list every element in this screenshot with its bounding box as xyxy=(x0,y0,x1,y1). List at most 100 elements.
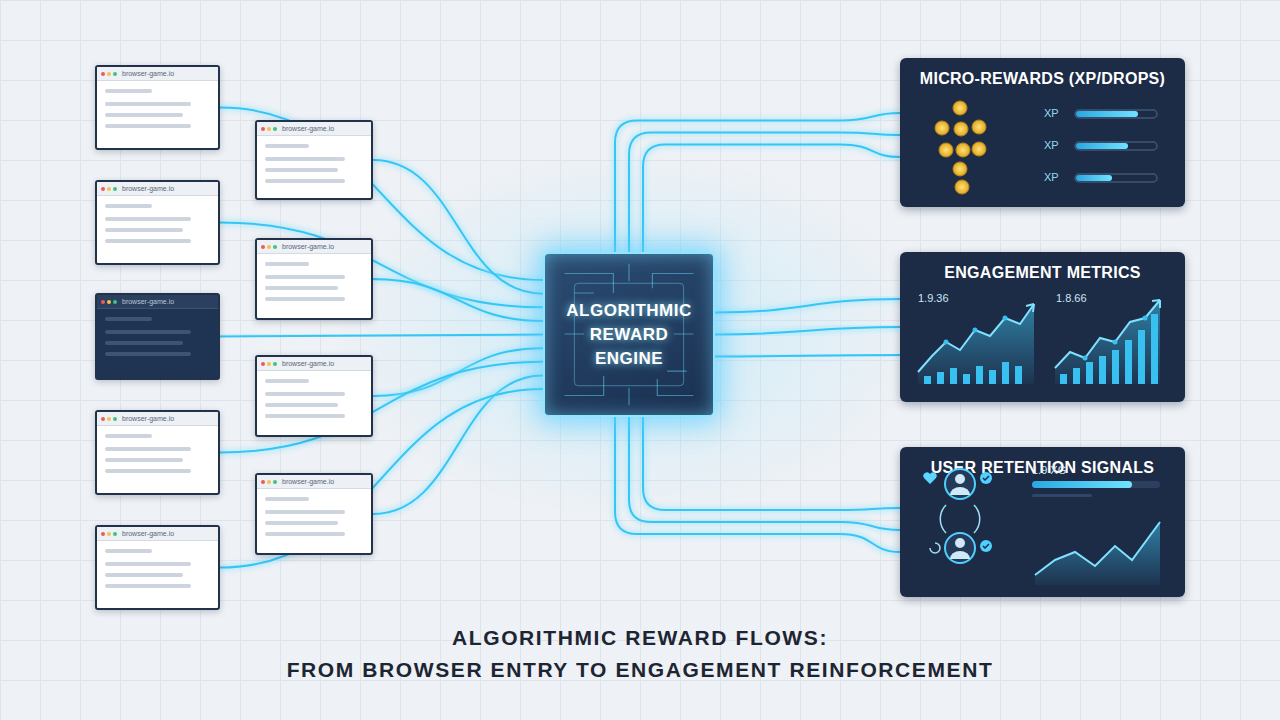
window-dot xyxy=(101,72,105,76)
text-line xyxy=(105,204,152,208)
window-dot xyxy=(107,72,111,76)
window-dot xyxy=(101,300,105,304)
text-line xyxy=(265,510,345,514)
text-line xyxy=(105,239,191,243)
connector-line xyxy=(643,417,900,510)
browser-window: browser-game.io xyxy=(255,238,373,320)
text-line xyxy=(105,228,183,232)
value-label: 1.8.66 xyxy=(1056,292,1087,304)
text-line xyxy=(265,297,345,301)
value-label: XP xyxy=(1044,107,1059,119)
diagram-subtitle: FROM BROWSER ENTRY TO ENGAGEMENT REINFOR… xyxy=(0,658,1280,682)
value-label: XP xyxy=(1044,139,1059,151)
value-label: 1.9.36 xyxy=(918,292,949,304)
window-dot xyxy=(261,362,265,366)
connector-glow xyxy=(373,375,543,514)
text-line xyxy=(105,89,152,93)
window-dot xyxy=(107,300,111,304)
url-text: browser-game.io xyxy=(282,124,334,133)
metrics-chart-right xyxy=(1055,300,1160,384)
text-line xyxy=(265,532,345,536)
text-line xyxy=(265,179,345,183)
browser-window: browser-game.io xyxy=(255,120,373,200)
window-dot xyxy=(107,417,111,421)
connector xyxy=(615,417,900,552)
text-line xyxy=(265,379,309,383)
output-panel: ENGAGEMENT METRICS xyxy=(900,252,1185,402)
connector-glow xyxy=(643,417,900,510)
url-text: browser-game.io xyxy=(122,297,174,306)
text-line xyxy=(265,403,338,407)
url-text: browser-game.io xyxy=(282,359,334,368)
connector-glow xyxy=(715,327,900,335)
xp-bars xyxy=(1075,110,1157,182)
connector xyxy=(715,299,900,357)
text-line xyxy=(105,434,152,438)
title-bar: browser-game.io xyxy=(257,475,371,489)
url-text: browser-game.io xyxy=(282,477,334,486)
window-dot xyxy=(113,72,117,76)
text-line xyxy=(105,217,191,221)
title-bar: browser-game.io xyxy=(97,412,218,426)
panel-heading: MICRO-REWARDS (XP/DROPS) xyxy=(900,70,1185,88)
text-line xyxy=(105,447,191,451)
text-line xyxy=(105,352,191,356)
connector-line xyxy=(373,279,543,321)
title-bar: browser-game.io xyxy=(97,67,218,81)
connector-glow xyxy=(373,279,543,321)
title-bar: browser-game.io xyxy=(257,240,371,254)
text-line xyxy=(265,497,309,501)
connector-glow xyxy=(220,335,543,337)
connector-line xyxy=(220,389,543,568)
connector-line xyxy=(220,335,543,337)
window-dot xyxy=(101,417,105,421)
window-dot xyxy=(273,127,277,131)
window-dot xyxy=(261,127,265,131)
title-bar: browser-game.io xyxy=(257,357,371,371)
connector-glow xyxy=(615,113,900,252)
window-dot xyxy=(273,362,277,366)
connector-line xyxy=(715,299,900,313)
browser-window: browser-game.io xyxy=(95,180,220,265)
text-line xyxy=(105,469,191,473)
window-dot xyxy=(273,245,277,249)
title-bar: browser-game.io xyxy=(97,527,218,541)
connector-line xyxy=(715,355,900,357)
window-dot xyxy=(267,245,271,249)
text-line xyxy=(105,584,191,588)
connector xyxy=(220,389,543,568)
connector-line xyxy=(629,133,900,253)
text-line xyxy=(265,414,345,418)
browser-window: browser-game.io xyxy=(95,293,220,380)
browser-window: browser-game.io xyxy=(95,525,220,610)
text-line xyxy=(105,330,191,334)
connector-line xyxy=(615,113,900,252)
connector-glow xyxy=(643,145,900,253)
output-panel: MICRO-REWARDS (XP/DROPS) xyxy=(900,58,1185,207)
browser-window: browser-game.io xyxy=(255,473,373,555)
browser-window: browser-game.io xyxy=(95,65,220,150)
text-line xyxy=(105,124,191,128)
url-text: browser-game.io xyxy=(122,184,174,193)
url-text: browser-game.io xyxy=(282,242,334,251)
connector xyxy=(373,279,543,321)
text-line xyxy=(265,392,345,396)
connector-line xyxy=(643,145,900,253)
metrics-chart-left xyxy=(918,304,1034,384)
window-dot xyxy=(101,532,105,536)
value-label: 1.9 XG xyxy=(1032,464,1066,476)
value-label: XP xyxy=(1044,171,1059,183)
url-text: browser-game.io xyxy=(122,414,174,423)
connector xyxy=(373,375,543,514)
text-line xyxy=(265,286,338,290)
window-dot xyxy=(261,245,265,249)
text-line xyxy=(265,521,338,525)
connector-glow xyxy=(629,417,900,530)
connector xyxy=(220,335,543,337)
window-dot xyxy=(113,187,117,191)
connector-glow xyxy=(715,355,900,357)
connector-glow xyxy=(715,299,900,313)
text-line xyxy=(265,262,309,266)
connector-glow xyxy=(220,389,543,568)
